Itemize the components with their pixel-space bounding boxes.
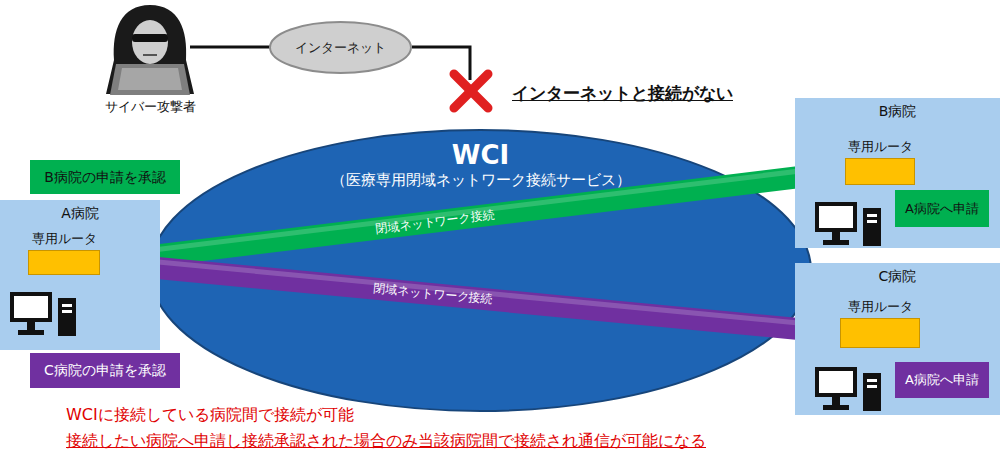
- approval-tag: B病院の申請を承認: [30, 160, 180, 194]
- node-title: A病院: [61, 205, 99, 222]
- note-text: WCIに接続している病院間で接続が可能: [66, 405, 354, 424]
- computer-icon: [813, 198, 885, 254]
- node-title: 専用ルータ: [848, 139, 913, 155]
- node-title: インターネット: [295, 40, 386, 56]
- node-title: C病院: [879, 268, 917, 285]
- approval-tag: C病院の申請を承認: [30, 353, 180, 388]
- node-title: B病院: [879, 103, 917, 120]
- hospital-box: A病院専用ルータ: [0, 200, 160, 350]
- node-subtitle: （医療専用閉域ネットワーク接続サービス）: [331, 171, 631, 189]
- computer-icon: [813, 363, 885, 419]
- note-text: 接続したい病院へ申請し接続承認された場合のみ当該病院間で接続され通信が可能になる: [66, 431, 706, 450]
- cross-mark: [454, 74, 488, 108]
- node-title: A病院へ申請: [905, 372, 979, 388]
- request-tag: A病院へ申請: [895, 362, 989, 398]
- node-title: WCI: [452, 140, 509, 171]
- node-title: 専用ルータ: [32, 231, 97, 247]
- node-title: 専用ルータ: [848, 299, 913, 315]
- note-text: インターネットと接続がない: [512, 83, 733, 103]
- hacker-icon: [106, 5, 194, 95]
- node-title: C病院の申請を承認: [44, 362, 166, 379]
- computer-icon: [8, 288, 80, 344]
- cloud-ellipse: インターネット: [268, 20, 413, 75]
- hospital-box: B病院専用ルータ A病院へ申請: [795, 98, 1000, 248]
- router-box: 専用ルータ: [840, 318, 920, 348]
- wire: [190, 46, 270, 49]
- router-box: 専用ルータ: [845, 158, 915, 185]
- actor-caption: サイバー攻撃者: [105, 99, 196, 115]
- request-tag: A病院へ申請: [895, 190, 989, 227]
- router-box: 専用ルータ: [28, 250, 100, 275]
- node-title: B病院の申請を承認: [44, 169, 166, 186]
- node-title: A病院へ申請: [905, 201, 979, 217]
- hospital-box: C病院専用ルータ A病院へ申請: [795, 263, 1000, 415]
